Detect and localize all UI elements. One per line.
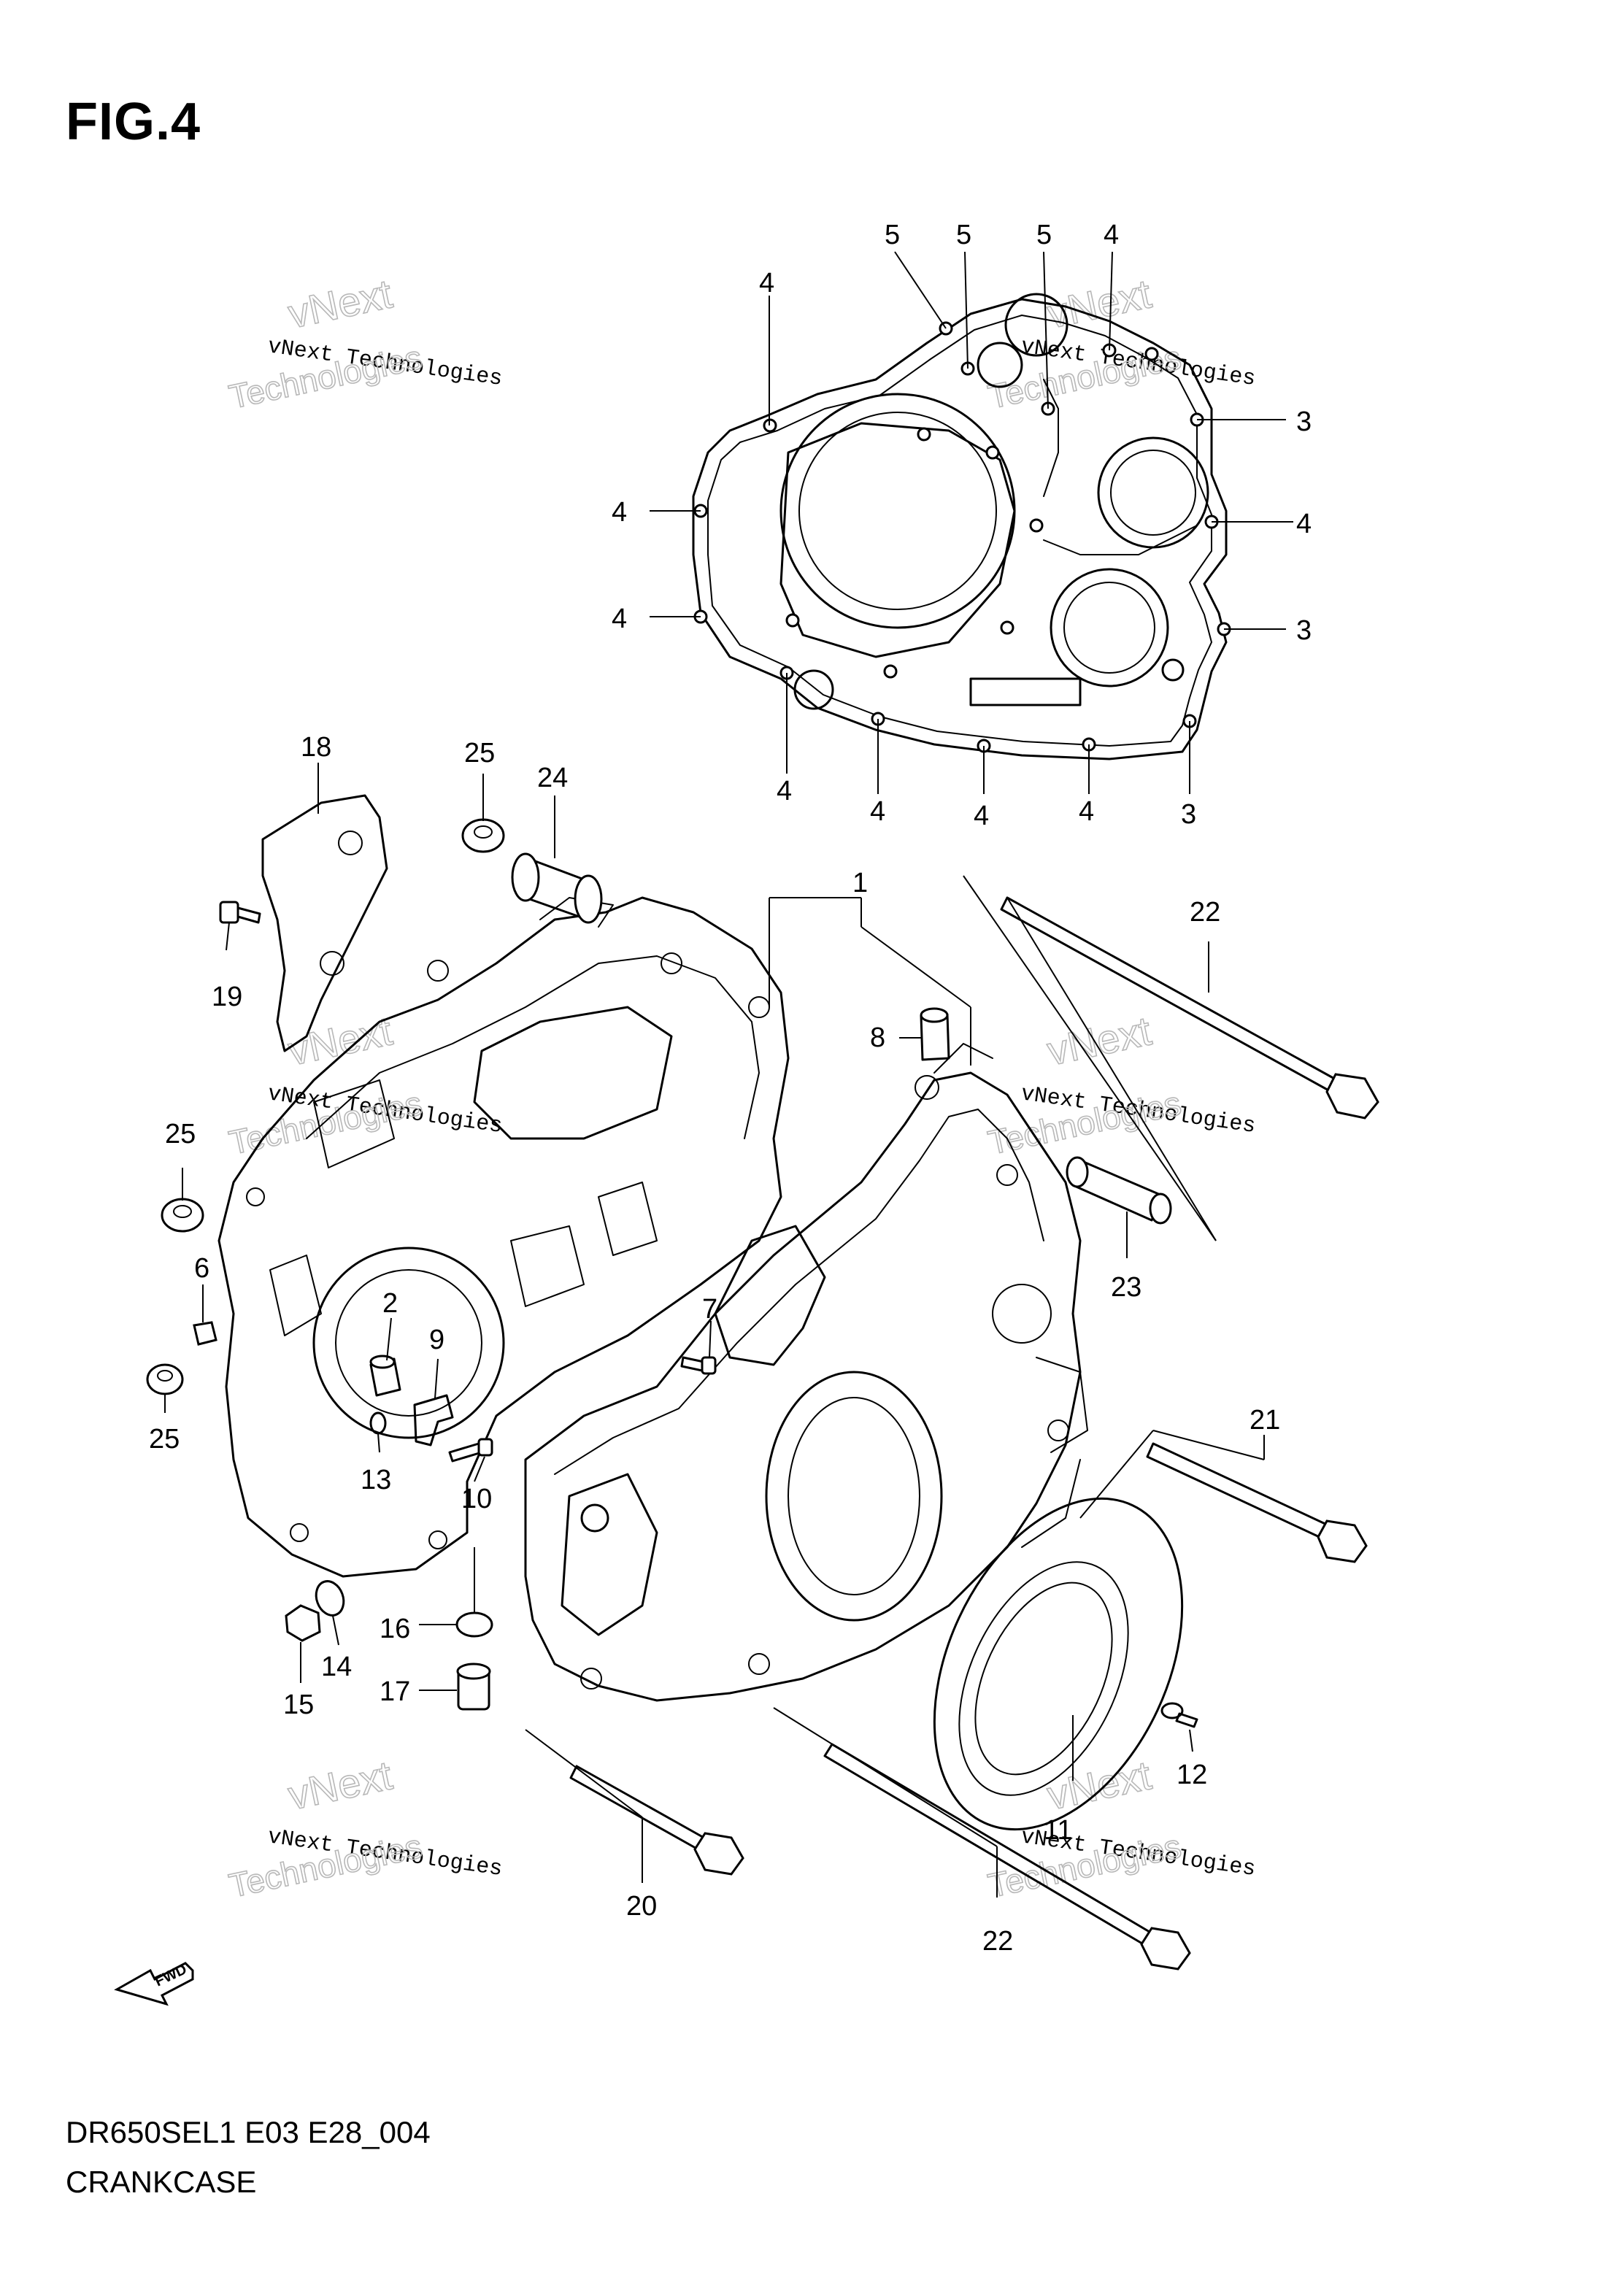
callout-25: 25 [464, 738, 495, 768]
callout-4: 4 [612, 604, 627, 634]
callout-18: 18 [301, 732, 331, 763]
callout-4: 4 [1104, 220, 1119, 250]
part-25-nut-middle [161, 1198, 204, 1233]
callout-24: 24 [537, 763, 568, 793]
part-22-long-bolt-upper [1000, 896, 1379, 1120]
svg-text:vNext: vNext [284, 270, 396, 336]
callout-17: 17 [380, 1676, 410, 1707]
part-15-plug [285, 1604, 321, 1642]
part-13-oring [369, 1411, 387, 1435]
part-18-hole-lower [320, 951, 344, 976]
callout-4: 4 [974, 801, 989, 831]
callout-25: 25 [165, 1119, 196, 1149]
callout-13: 13 [361, 1465, 391, 1495]
svg-text:vNext: vNext [1043, 1752, 1155, 1818]
part-2-dowel [369, 1355, 401, 1397]
callout-2: 2 [382, 1288, 398, 1319]
section-name: CRANKCASE [66, 2165, 257, 2199]
callout-9: 9 [429, 1325, 444, 1355]
callout-23: 23 [1111, 1272, 1141, 1303]
part-22-long-bolt-lower [823, 1743, 1191, 1971]
callout-3: 3 [1296, 407, 1312, 437]
callout-11: 11 [1044, 1815, 1072, 1846]
part-11-cover [933, 1497, 1184, 1831]
callout-4: 4 [777, 776, 792, 806]
part-16-washer [455, 1611, 493, 1638]
crankcase-gasket [692, 293, 1231, 760]
callout-19: 19 [212, 982, 242, 1012]
callout-3: 3 [1181, 799, 1196, 830]
leader-lines [164, 251, 1293, 1898]
callout-25: 25 [149, 1424, 180, 1455]
callout-22: 22 [1190, 897, 1220, 928]
callout-16: 16 [380, 1614, 410, 1644]
part-24-bushing [511, 852, 603, 924]
part-14-washer [315, 1580, 345, 1617]
callout-1: 1 [852, 868, 868, 898]
watermark-top-left: vNext vNext Technologies Technologies [225, 269, 504, 416]
part-25-nut-top [461, 818, 505, 853]
svg-text:vNext: vNext [1043, 1007, 1155, 1074]
part-19-bolt [219, 901, 261, 924]
callout-12: 12 [1177, 1760, 1207, 1790]
figure-title: FIG.4 [66, 93, 201, 151]
callout-10: 10 [461, 1484, 492, 1514]
watermark-top-right: vNext vNext Technologies Technologies [984, 269, 1257, 416]
callout-15: 15 [283, 1690, 314, 1720]
callout-20: 20 [626, 1891, 657, 1922]
svg-text:vNext: vNext [284, 1752, 396, 1818]
callout-4: 4 [870, 796, 885, 827]
part-17-drain-plug [456, 1663, 491, 1711]
callout-7: 7 [702, 1294, 717, 1325]
part-18-hole [338, 831, 363, 855]
part-6-cap [193, 1321, 217, 1346]
callout-6: 6 [194, 1253, 209, 1284]
part-21-bolt [1146, 1442, 1368, 1563]
svg-text:vNext: vNext [1043, 270, 1155, 336]
callout-5: 5 [956, 220, 971, 250]
part-20-bolt [569, 1765, 744, 1876]
callout-4: 4 [1079, 796, 1094, 827]
gasket-bolt-holes [693, 321, 1231, 753]
callout-4: 4 [759, 268, 774, 298]
callout-3: 3 [1296, 615, 1312, 646]
part-18-bracket [261, 794, 388, 1052]
callout-5: 5 [885, 220, 900, 250]
part-25-nut-lower [146, 1363, 184, 1395]
callout-4: 4 [1296, 509, 1312, 539]
callout-21: 21 [1250, 1405, 1280, 1436]
part-10-bolt [448, 1438, 493, 1463]
watermark-bottom-left: vNext vNext Technologies Technologies [225, 1751, 504, 1905]
part-8-dowel-pin [920, 1007, 950, 1061]
callout-5: 5 [1036, 220, 1052, 250]
part-7-bolt [680, 1356, 717, 1375]
callout-labels: 4 5 5 5 4 3 4 3 4 4 4 4 4 4 3 18 25 24 1… [149, 220, 1312, 1957]
part-9-clamp [413, 1394, 454, 1446]
callout-8: 8 [870, 1022, 885, 1053]
callout-4: 4 [612, 497, 627, 528]
callout-22: 22 [982, 1926, 1013, 1957]
part-12-screw [1160, 1702, 1198, 1728]
crankcase-left-half [217, 896, 790, 1578]
fwd-arrow-icon: FWD [114, 1961, 194, 2006]
callout-14: 14 [321, 1652, 352, 1682]
crankcase-right-half [524, 1043, 1088, 1702]
part-23-sleeve [1066, 1156, 1172, 1225]
model-code: DR650SEL1 E03 E28_004 [66, 2115, 431, 2149]
